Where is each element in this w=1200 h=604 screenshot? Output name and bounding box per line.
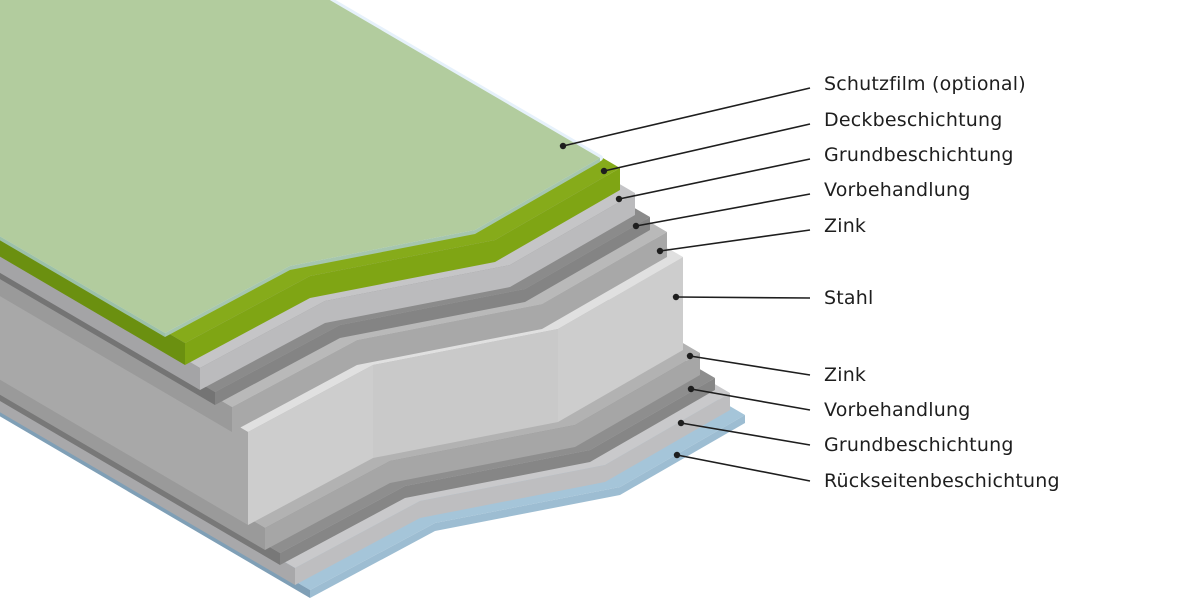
leader-line-2 — [618, 158, 811, 200]
layer-zink-top-front-face-2 — [357, 304, 542, 365]
leader-dot-7 — [687, 385, 695, 393]
label-rueckseitenbeschichtung: Rückseitenbeschichtung — [824, 470, 1060, 492]
layer-vorbehandlung-bottom-front-face-1 — [280, 486, 405, 565]
layer-schutzfilm-front-face-2 — [290, 230, 475, 270]
layer-zink-bottom-front-face-1 — [265, 461, 390, 550]
leader-line-9 — [676, 454, 811, 482]
label-schutzfilm: Schutzfilm (optional) — [824, 73, 1026, 95]
layer-deckbeschichtung-front-face-3 — [495, 168, 620, 262]
leader-dot-0 — [559, 142, 567, 150]
layer-zink-bottom-front-face-2 — [390, 425, 575, 483]
layer-stahl-front-face-3 — [558, 257, 683, 422]
leader-dot-6 — [686, 352, 694, 360]
leader-dot-9 — [673, 451, 681, 459]
leader-dot-5 — [672, 293, 680, 301]
layer-zink-top-front-face-3 — [542, 232, 667, 329]
layer-deckbeschichtung-front-face-2 — [310, 240, 495, 298]
layer-grundbeschichtung-top-front-face-2 — [325, 265, 510, 323]
layer-vorbehandlung-top-front-face-2 — [340, 289, 525, 338]
layer-grundbeschichtung-bottom-front-face-1 — [295, 501, 420, 585]
leader-dot-3 — [632, 222, 640, 230]
leader-dot-2 — [615, 195, 623, 203]
layer-schutzfilm-surface — [0, 0, 600, 333]
leader-line-4 — [659, 229, 811, 252]
leader-dot-1 — [600, 167, 608, 175]
leader-dot-4 — [656, 247, 664, 255]
layer-grundbeschichtung-top-front-face-3 — [510, 193, 635, 287]
layer-rueckseitenbeschichtung-front-face-2 — [435, 487, 620, 531]
layer-vorbehandlung-top-front-face-1 — [215, 325, 340, 405]
layer-vorbehandlung-bottom-front-face-3 — [590, 378, 715, 462]
label-vorbehandlung-bottom: Vorbehandlung — [824, 399, 971, 421]
layer-deckbeschichtung-front-face-1 — [185, 276, 310, 365]
leader-line-5 — [675, 296, 811, 299]
layer-vorbehandlung-bottom-front-face-2 — [405, 450, 590, 498]
label-zink-top: Zink — [824, 215, 867, 237]
layer-stahl-front-face-2 — [373, 329, 558, 458]
layer-zink-top-front-face-1 — [232, 340, 357, 432]
layer-stahl-front-face-1 — [248, 365, 373, 525]
layer-stahl-left-face — [0, 286, 248, 525]
layer-rueckseitenbeschichtung-front-face-1 — [310, 523, 435, 598]
layer-grundbeschichtung-bottom-front-face-3 — [605, 393, 730, 482]
label-stahl: Stahl — [824, 287, 874, 309]
leader-line-0 — [562, 87, 811, 147]
leader-line-7 — [690, 388, 811, 411]
label-grundbeschichtung-bottom: Grundbeschichtung — [824, 434, 1014, 456]
leader-line-3 — [635, 193, 811, 227]
label-vorbehandlung-top: Vorbehandlung — [824, 179, 971, 201]
leader-line-8 — [680, 422, 811, 446]
leader-line-1 — [603, 123, 811, 172]
layer-rueckseitenbeschichtung-front-face-3 — [620, 415, 745, 495]
layer-schutzfilm-front-face-3 — [475, 158, 600, 234]
leader-line-6 — [689, 355, 811, 376]
layer-vorbehandlung-top-front-face-3 — [525, 217, 650, 302]
label-grundbeschichtung-top: Grundbeschichtung — [824, 144, 1014, 166]
layer-grundbeschichtung-bottom-front-face-2 — [420, 465, 605, 518]
label-deckbeschichtung: Deckbeschichtung — [824, 109, 1003, 131]
layer-schutzfilm-front-face-1 — [165, 266, 290, 337]
label-zink-bottom: Zink — [824, 364, 867, 386]
layer-grundbeschichtung-top-front-face-1 — [200, 301, 325, 390]
leader-dot-8 — [677, 419, 685, 427]
layer-schutzfilm-left-face — [0, 236, 165, 337]
layer-zink-bottom-front-face-3 — [575, 353, 700, 447]
